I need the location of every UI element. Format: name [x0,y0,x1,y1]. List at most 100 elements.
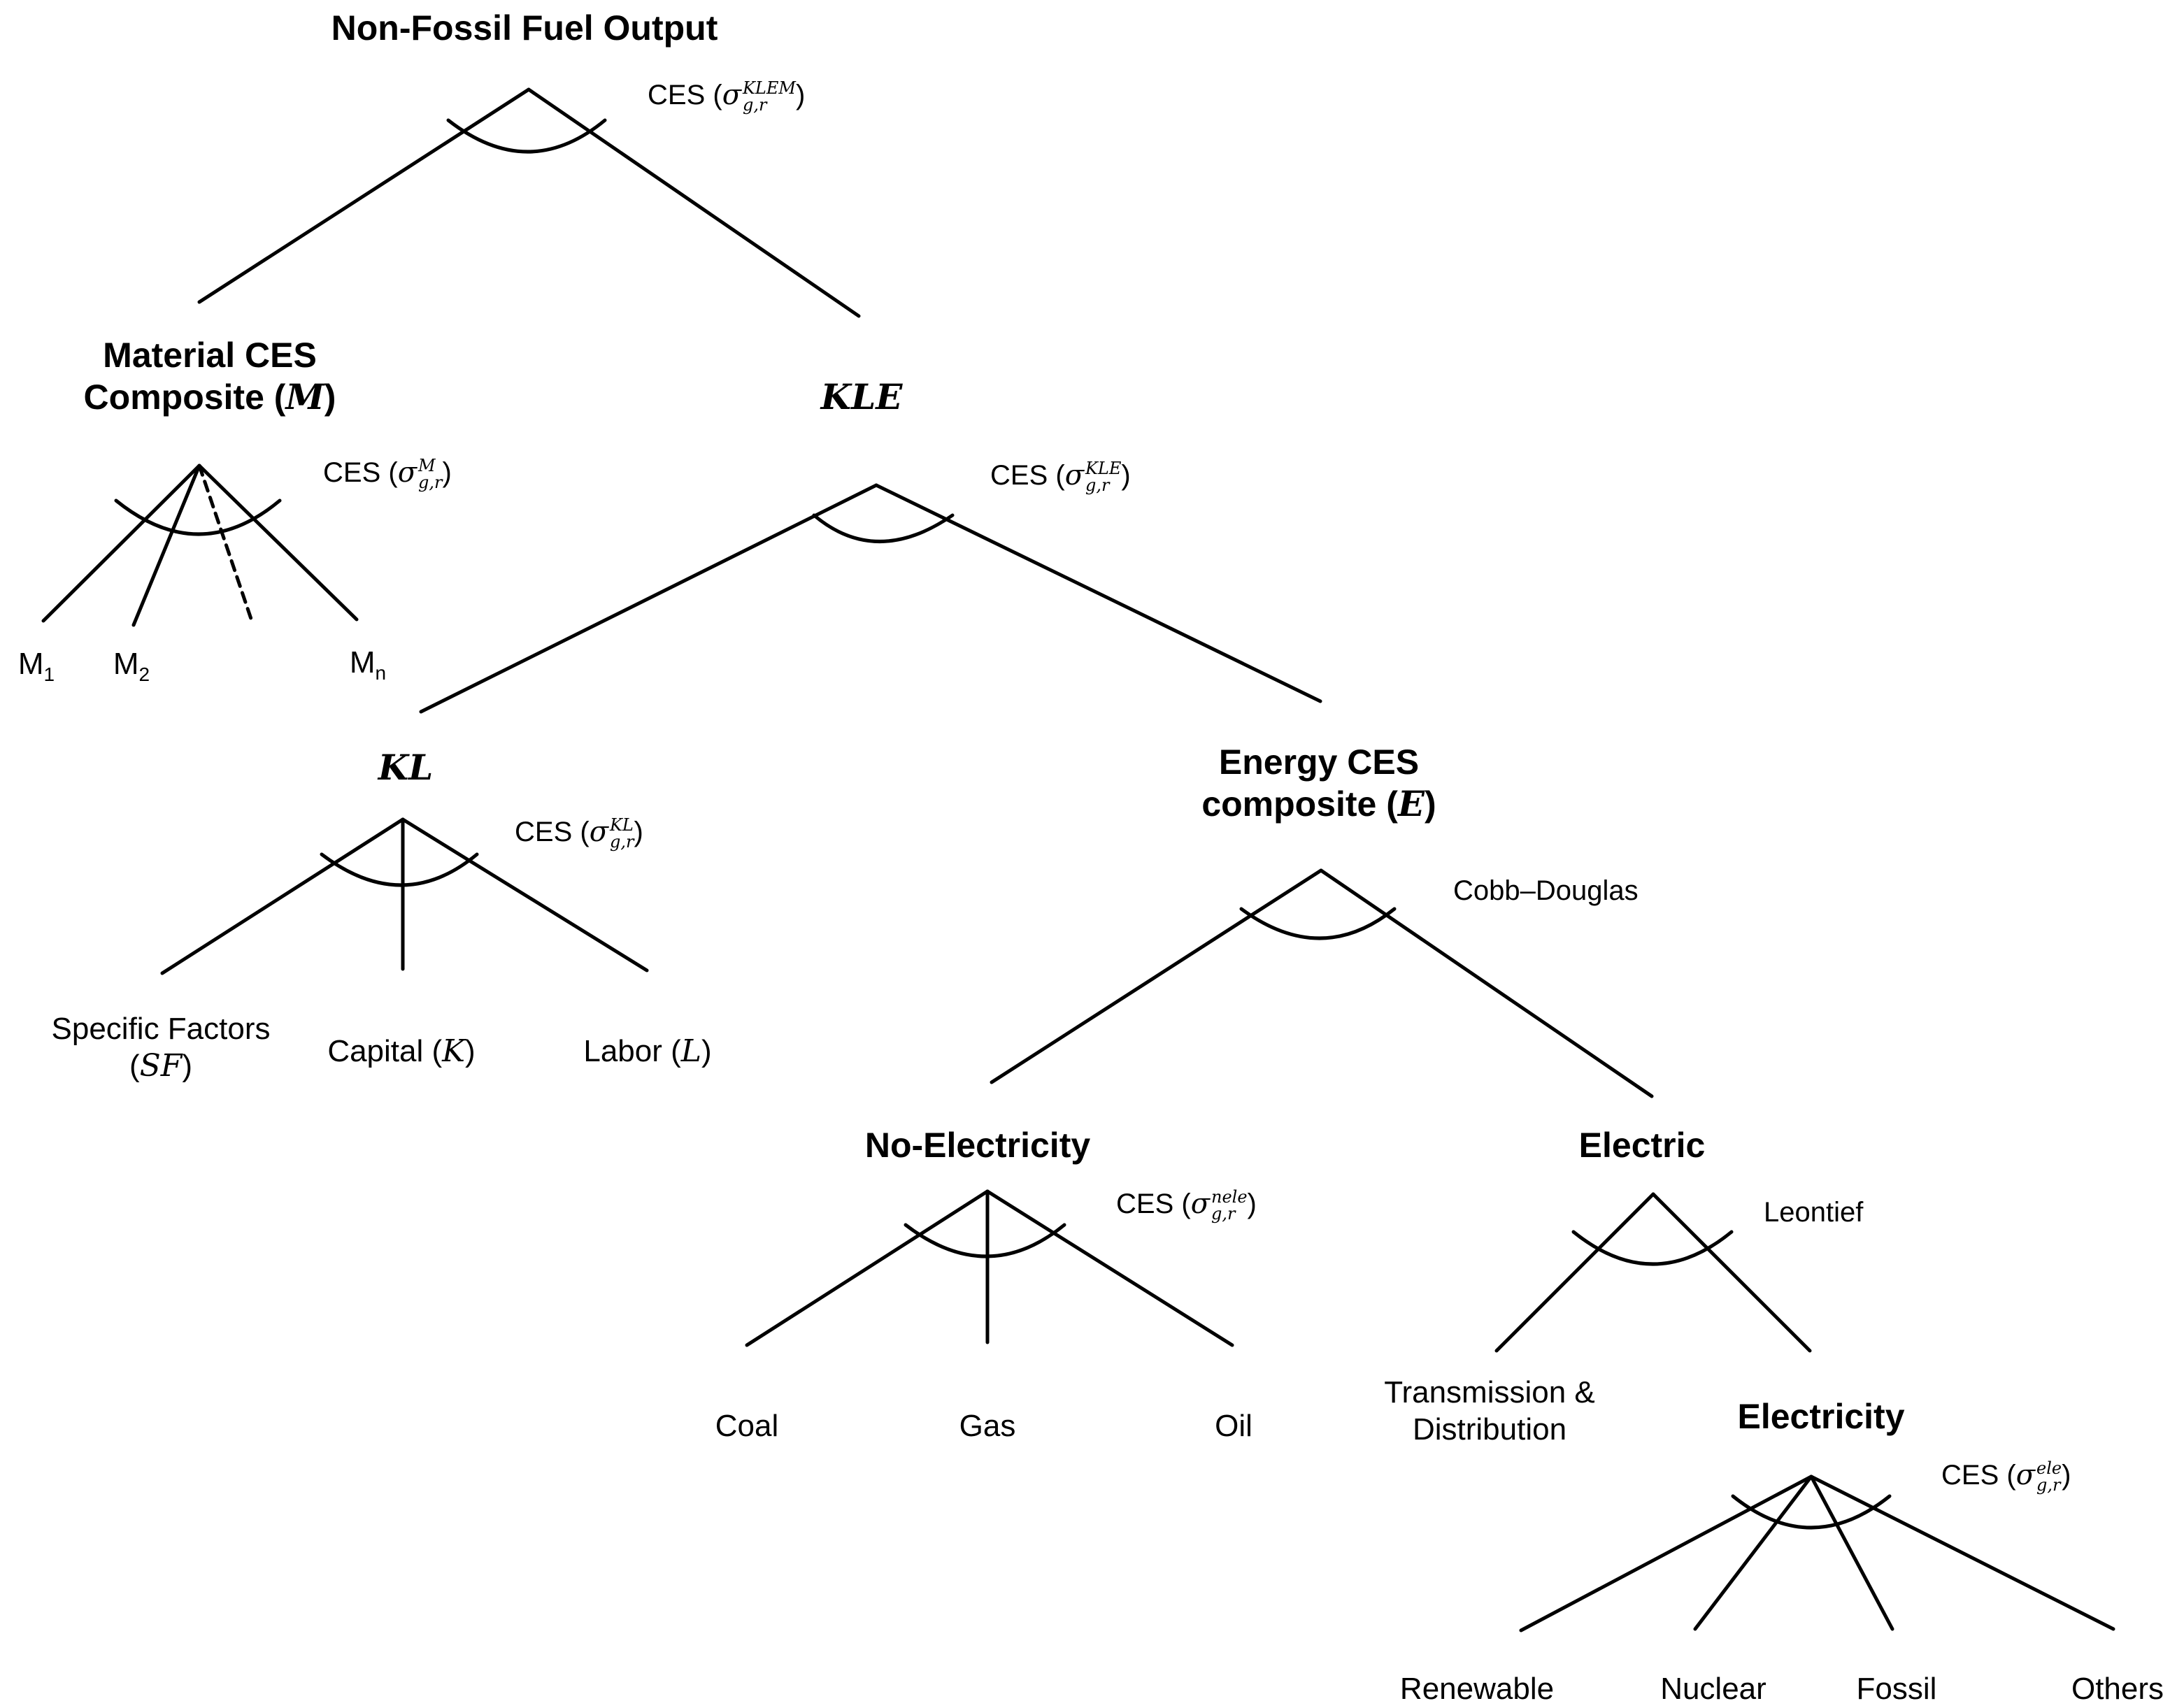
node-material-line1: Material CES [103,336,317,375]
leaf-nuclear: Nuclear [1660,1672,1766,1706]
leaf-m2: M2 [113,646,150,686]
edge-root-material [197,87,531,304]
arc-material [114,498,282,536]
func-m-sup: M [418,456,436,476]
leaf-m1-sub: 1 [43,663,55,685]
func-kl-prefix: CES ( [515,817,590,847]
leaf-capital-text: Capital ( [327,1034,443,1068]
func-klem-sup: KLEM [743,78,796,99]
edge-material-m1 [41,464,201,623]
func-kle-sup: KLE [1085,459,1122,479]
func-klem-sub: g,r [743,95,767,115]
node-energy-prefix: composite ( [1201,784,1398,824]
leaf-m1-letter: M [17,647,44,681]
node-energy-var: E [1397,783,1425,824]
edge-noele-oil [985,1189,1234,1347]
leaf-mn-sub: n [375,661,387,684]
func-m-sub: g,r [418,473,443,493]
edge-electricity-others [1809,1474,2115,1631]
edge-electric-electricity [1651,1192,1812,1353]
edge-electricity-fossil [1809,1474,1894,1631]
node-material-line2: Composite (M) [84,376,336,418]
func-nele-sigma: σ [1190,1188,1210,1220]
leaf-m2-letter: M [113,647,139,681]
leaf-fossil: Fossil [1856,1672,1937,1706]
leaf-m2-sub: 2 [138,663,150,685]
func-m-close: ) [442,457,452,488]
edge-root-kle [527,87,861,318]
arc-root [446,118,607,154]
func-ele-close: ) [2062,1460,2071,1491]
edge-kle-energy [874,483,1322,703]
func-kle-prefix: CES ( [990,460,1065,491]
func-klem-prefix: CES ( [648,80,722,110]
func-m-sigma: σ [397,457,417,489]
edge-kl-labor [401,817,649,973]
edge-electricity-nuclear [1693,1474,1813,1631]
arc-energy [1239,907,1397,940]
edge-noele-coal [745,1189,990,1347]
node-kl: KL [378,747,434,788]
edge-material-mn [197,464,359,622]
edge-energy-noele [990,868,1323,1084]
edge-electricity-renewable [1519,1474,1813,1632]
edge-energy-electric [1319,868,1654,1098]
func-nele-sub: g,r [1211,1204,1236,1224]
node-material: Material CES Composite (M) [84,334,336,418]
arc-kl [320,852,479,887]
node-energy-line2: composite (E) [1201,783,1436,825]
leaf-transmission-line1: Transmission & [1384,1375,1595,1409]
func-kl-sup: KL [610,815,634,835]
arc-electricity [1731,1494,1892,1530]
leaf-coal: Coal [715,1409,779,1443]
func-nele-close: ) [1247,1189,1257,1219]
leaf-transmission: Transmission & Distribution [1384,1375,1595,1449]
leaf-specific-line2: (SF) [52,1048,271,1085]
func-cobb-douglas: Cobb–Douglas [1453,875,1639,906]
leaf-specific-var: SF [139,1047,183,1084]
func-nele-prefix: CES ( [1116,1189,1191,1219]
leaf-specific-factors: Specific Factors (SF) [52,1011,271,1085]
func-ele-sigma: σ [2015,1459,2035,1491]
leaf-labor: Labor (L) [583,1033,711,1070]
leaf-m1: M1 [18,646,55,686]
leaf-oil: Oil [1215,1409,1252,1443]
node-no-electricity: No-Electricity [864,1126,1091,1165]
func-kle-sigma: σ [1064,459,1084,491]
leaf-others: Others [2071,1672,2164,1706]
leaf-capital-close: ) [465,1034,476,1068]
arc-kle [812,513,955,543]
func-kle-close: ) [1121,460,1131,491]
node-electricity: Electricity [1737,1397,1905,1436]
func-kl-sigma: σ [589,816,608,848]
leaf-transmission-line2: Distribution [1412,1412,1567,1447]
leaf-specific-line1: Specific Factors [51,1012,271,1046]
node-root: Non-Fossil Fuel Output [331,8,718,48]
func-kle-sub: g,r [1085,475,1110,496]
node-energy-close: ) [1425,784,1436,824]
func-ele-sup: ele [2036,1458,2062,1479]
leaf-labor-text: Labor ( [583,1034,681,1068]
leaf-capital: Capital (K) [327,1033,475,1070]
node-kle: KLE [820,376,903,417]
edge-electric-td [1494,1192,1655,1353]
func-m-prefix: CES ( [323,457,398,488]
leaf-capital-var: K [442,1033,466,1069]
node-material-prefix: Composite ( [83,378,286,417]
leaf-specific-close: ) [182,1048,192,1083]
func-leontief: Leontief [1764,1197,1864,1228]
func-klem-sigma: σ [722,79,741,111]
node-material-var: M [285,376,324,417]
func-ele-sub: g,r [2036,1475,2061,1495]
